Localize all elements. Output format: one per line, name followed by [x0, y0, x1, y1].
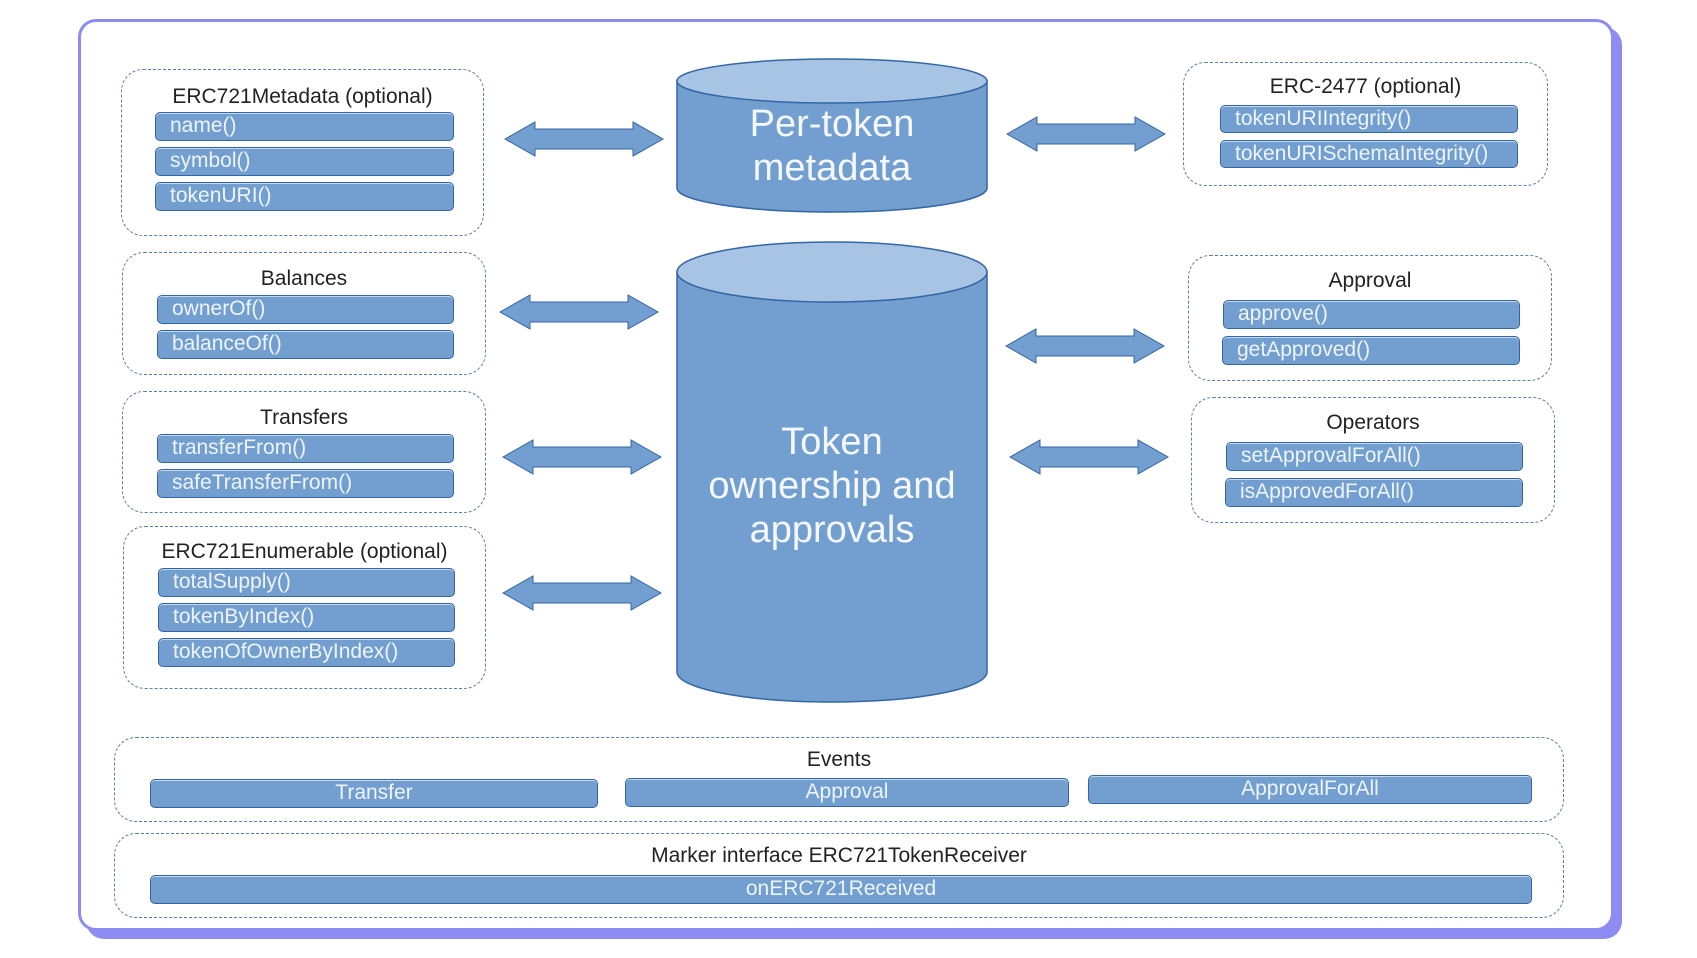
method-tokenurischemaintegrity: tokenURISchemaIntegrity()	[1220, 140, 1518, 168]
group-title: Transfers	[260, 406, 348, 429]
group-title: Operators	[1326, 411, 1420, 434]
double-arrow-icon	[498, 294, 660, 330]
token-ownership-store	[676, 241, 988, 703]
method-symbol: symbol()	[155, 147, 454, 176]
cylinder-body	[676, 271, 988, 703]
method-tokenuri: tokenURI()	[155, 182, 454, 211]
group-erc2477: ERC-2477 (optional) tokenURIIntegrity() …	[1183, 62, 1548, 186]
method-isapprovedforall: isApprovedForAll()	[1225, 478, 1523, 507]
per-token-metadata-store	[676, 58, 988, 213]
cylinder-body	[676, 80, 988, 213]
group-title: Marker interface ERC721TokenReceiver	[651, 844, 1027, 867]
group-operators: Operators setApprovalForAll() isApproved…	[1191, 397, 1555, 523]
group-events: Events Transfer Approval ApprovalForAll	[114, 737, 1564, 822]
cylinder-top	[676, 58, 988, 104]
token-ownership-label: Token ownership and approvals	[708, 421, 956, 551]
cylinder-top	[676, 241, 988, 303]
per-token-metadata-label: Per-token metadata	[749, 103, 915, 189]
method-safetransferfrom: safeTransferFrom()	[157, 469, 454, 498]
event-approval: Approval	[625, 778, 1069, 807]
method-getapproved: getApproved()	[1222, 336, 1520, 365]
group-approval: Approval approve() getApproved()	[1188, 255, 1552, 381]
method-onerc721received: onERC721Received	[150, 875, 1532, 904]
method-name: name()	[155, 112, 454, 141]
group-erc721-metadata: ERC721Metadata (optional) name() symbol(…	[121, 69, 484, 236]
method-transferfrom: transferFrom()	[157, 434, 454, 463]
method-ownerof: ownerOf()	[157, 295, 454, 324]
double-arrow-icon	[1004, 328, 1166, 364]
group-title: ERC-2477 (optional)	[1269, 75, 1462, 98]
method-totalsupply: totalSupply()	[158, 568, 455, 597]
group-title: Events	[806, 748, 872, 771]
double-arrow-icon	[501, 439, 663, 475]
double-arrow-icon	[1005, 116, 1167, 152]
method-tokenbyindex: tokenByIndex()	[158, 603, 455, 632]
group-title: Balances	[260, 267, 348, 290]
double-arrow-icon	[501, 575, 663, 611]
event-transfer: Transfer	[150, 779, 598, 808]
group-token-receiver: Marker interface ERC721TokenReceiver onE…	[114, 833, 1564, 918]
double-arrow-icon	[503, 121, 665, 157]
method-tokenuriintegrity: tokenURIIntegrity()	[1220, 105, 1518, 133]
event-approvalforall: ApprovalForAll	[1088, 775, 1532, 804]
group-transfers: Transfers transferFrom() safeTransferFro…	[122, 391, 486, 513]
group-balances: Balances ownerOf() balanceOf()	[122, 252, 486, 375]
group-title: ERC721Metadata (optional)	[172, 85, 433, 108]
method-approve: approve()	[1223, 300, 1520, 329]
group-title: Approval	[1328, 269, 1412, 292]
group-title: ERC721Enumerable (optional)	[161, 540, 448, 563]
double-arrow-icon	[1008, 439, 1170, 475]
method-balanceof: balanceOf()	[157, 330, 454, 359]
group-erc721-enumerable: ERC721Enumerable (optional) totalSupply(…	[123, 526, 486, 689]
method-setapprovalforall: setApprovalForAll()	[1226, 442, 1523, 471]
method-tokenofownerbyindex: tokenOfOwnerByIndex()	[158, 638, 455, 667]
